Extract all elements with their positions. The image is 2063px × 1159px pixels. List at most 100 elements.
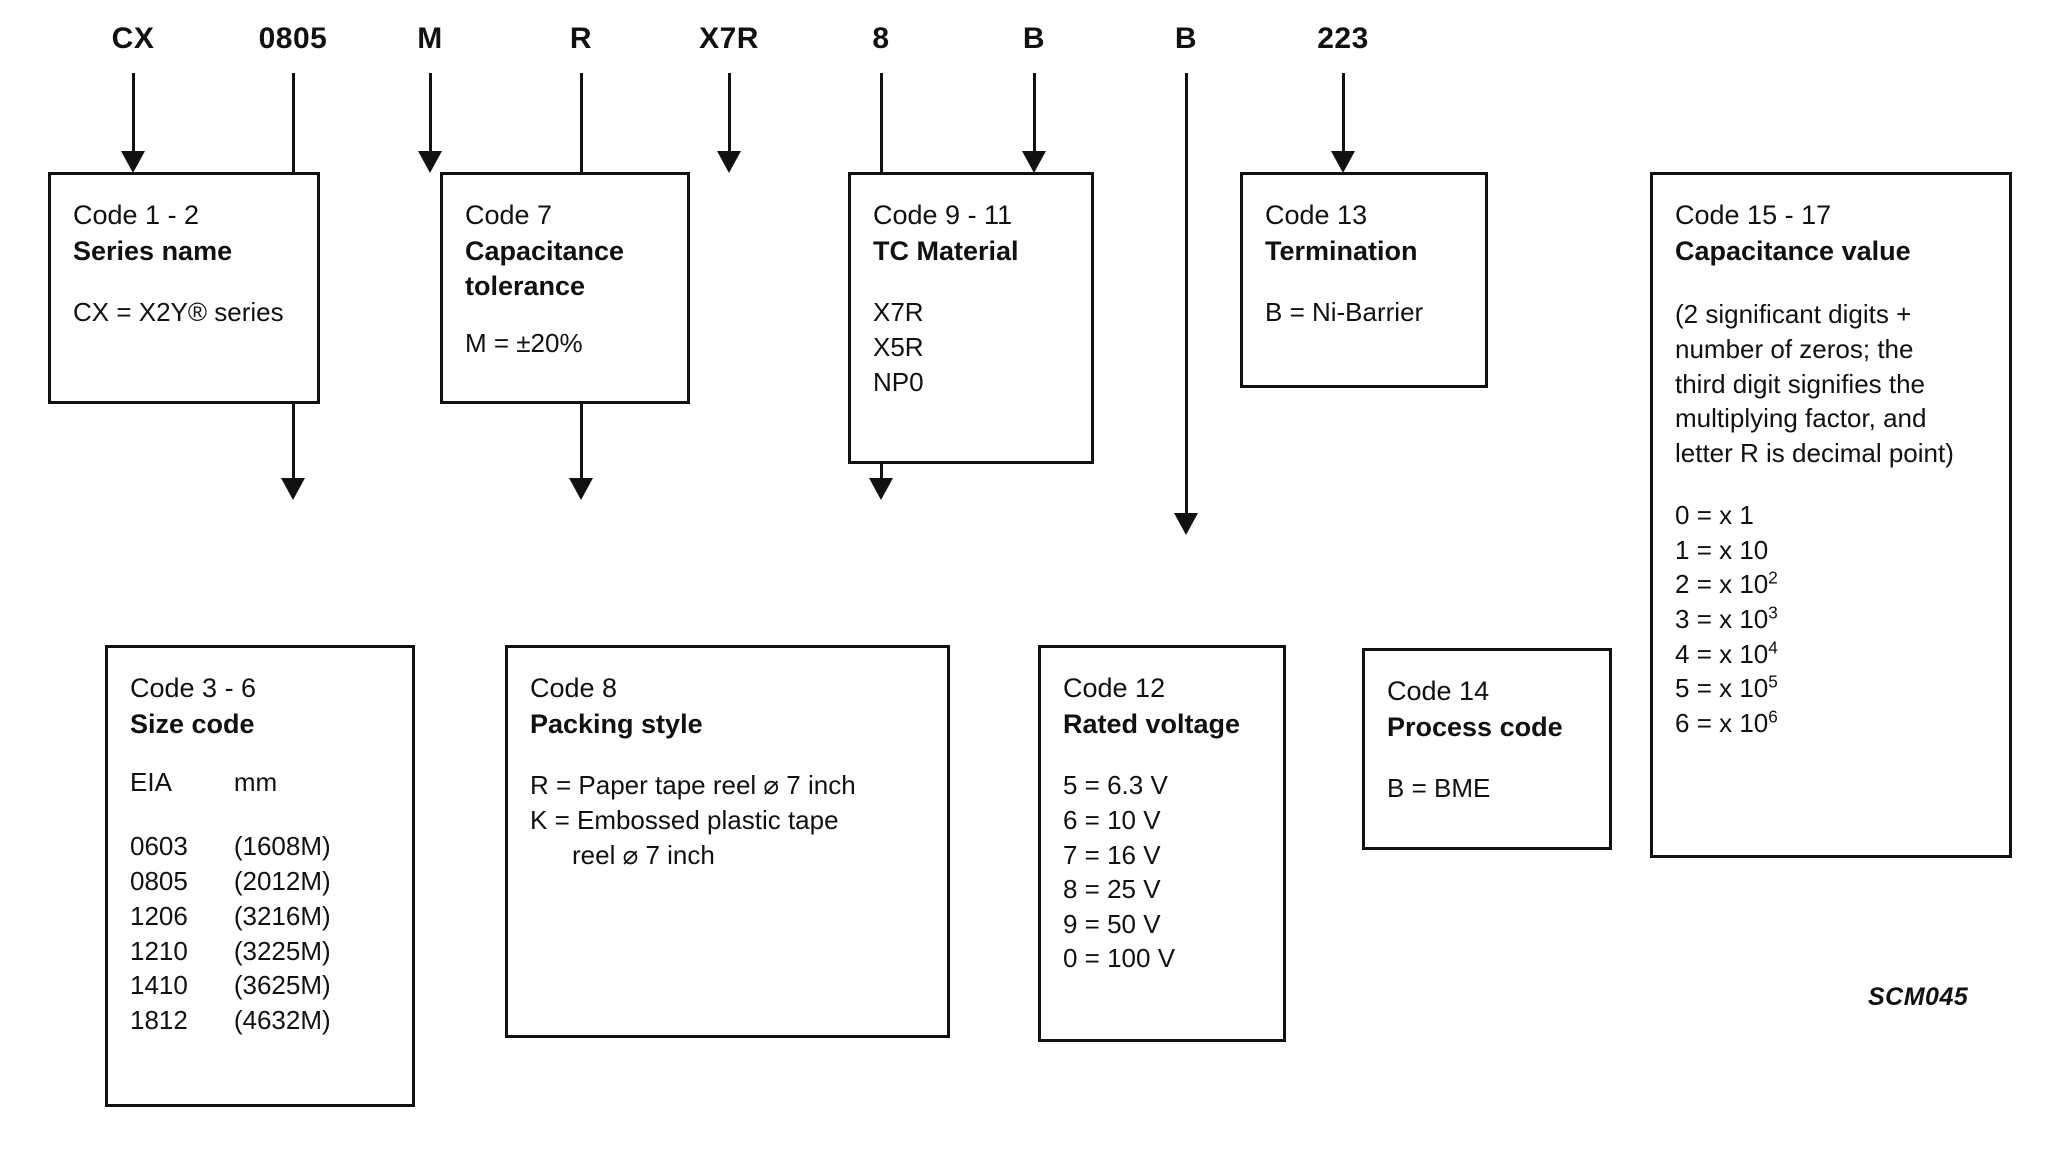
size-code-mm-3: (3225M) bbox=[233, 935, 331, 966]
size-code-mm-5: (4632M) bbox=[233, 1005, 331, 1036]
arrowhead-cx bbox=[121, 151, 145, 173]
box-termination-line-1: B = Ni-Barrier bbox=[1265, 297, 1424, 328]
multiplier-equals-6: = bbox=[1696, 707, 1720, 738]
connector-line-b-13 bbox=[1033, 73, 1036, 151]
multiplier-digit-0: 0 bbox=[1675, 500, 1690, 531]
arrowhead-x7r bbox=[717, 151, 741, 173]
size-code-mm-2: (3216M) bbox=[233, 900, 331, 931]
multiplier-base-3: x 10 bbox=[1719, 603, 1769, 634]
multiplier-digit-5: 5 bbox=[1675, 673, 1690, 704]
connector-line-m bbox=[429, 73, 432, 151]
part-number-code-223: 223 bbox=[1317, 22, 1369, 55]
box-rated-voltage-line-6: 0 = 100 V bbox=[1063, 943, 1176, 974]
size-code-mm-0: (1608M) bbox=[233, 831, 331, 862]
arrowhead-b-13 bbox=[1022, 151, 1046, 173]
size-code-eia-0: 0603 bbox=[130, 831, 188, 862]
box-rated-voltage-line-1: 5 = 6.3 V bbox=[1063, 770, 1168, 801]
box-series-name-title: Series name bbox=[73, 236, 233, 267]
size-code-header-mm: mm bbox=[233, 767, 278, 798]
multiplier-base-6: x 10 bbox=[1719, 707, 1769, 738]
size-code-eia-3: 1210 bbox=[130, 935, 188, 966]
box-packing-style-title: Packing style bbox=[530, 709, 703, 740]
multiplier-row-6: 6 = x 106 bbox=[1675, 706, 2009, 741]
multiplier-list: 0 = x 1 1 = x 10 2 = x 102 3 = x 103 4 bbox=[1675, 498, 2009, 740]
box-rated-voltage-line-4: 8 = 25 V bbox=[1063, 874, 1161, 905]
multiplier-row-1: 1 = x 10 bbox=[1675, 533, 2009, 568]
multiplier-exp-3: 3 bbox=[1768, 602, 1778, 623]
multiplier-digit-3: 3 bbox=[1675, 603, 1690, 634]
box-series-name-code: Code 1 - 2 bbox=[73, 200, 200, 230]
multiplier-row-0: 0 = x 1 bbox=[1675, 498, 2009, 533]
connector-line-cx bbox=[132, 73, 135, 151]
box-series-name: Code 1 - 2 Series name CX = X2Y® series bbox=[48, 172, 320, 404]
note-line-3: third digit signifies the bbox=[1675, 368, 1926, 399]
size-code-eia-1: 0805 bbox=[130, 865, 188, 896]
table-row: 1210 (3225M) bbox=[130, 935, 331, 970]
note-line-2: number of zeros; the bbox=[1675, 333, 1914, 364]
box-rated-voltage: Code 12 Rated voltage 5 = 6.3 V 6 = 10 V… bbox=[1038, 645, 1286, 1042]
box-process-code-title: Process code bbox=[1387, 712, 1563, 743]
size-code-eia-4: 1410 bbox=[130, 970, 188, 1001]
multiplier-digit-6: 6 bbox=[1675, 707, 1690, 738]
table-row: 0603 (1608M) bbox=[130, 830, 331, 865]
note-line-4: multiplying factor, and bbox=[1675, 403, 1927, 434]
box-packing-style-line-3: reel ⌀ 7 inch bbox=[572, 839, 715, 870]
connector-line-223 bbox=[1342, 73, 1345, 151]
box-tc-material-code: Code 9 - 11 bbox=[873, 200, 1013, 230]
multiplier-base-4: x 10 bbox=[1719, 638, 1769, 669]
box-capacitance-value-code: Code 15 - 17 bbox=[1675, 200, 1832, 230]
multiplier-row-4: 4 = x 104 bbox=[1675, 637, 2009, 672]
box-rated-voltage-line-5: 9 = 50 V bbox=[1063, 908, 1161, 939]
multiplier-equals-0: = bbox=[1696, 500, 1720, 531]
multiplier-base-1: x 10 bbox=[1719, 534, 1769, 565]
box-termination: Code 13 Termination B = Ni-Barrier bbox=[1240, 172, 1488, 388]
multiplier-row-5: 5 = x 105 bbox=[1675, 671, 2009, 706]
box-termination-code: Code 13 bbox=[1265, 200, 1368, 230]
multiplier-digit-1: 1 bbox=[1675, 534, 1690, 565]
box-size-code: Code 3 - 6 Size code EIA mm 0603 (1608M)… bbox=[105, 645, 415, 1107]
multiplier-digit-2: 2 bbox=[1675, 569, 1690, 600]
arrowhead-0805 bbox=[281, 478, 305, 500]
table-row: 1410 (3625M) bbox=[130, 969, 331, 1004]
box-capacitance-tolerance: Code 7 Capacitance tolerance M = ±20% bbox=[440, 172, 690, 404]
connector-line-b-14 bbox=[1185, 73, 1188, 513]
box-capacitance-value-note: (2 significant digits + number of zeros;… bbox=[1675, 297, 2009, 470]
multiplier-exp-2: 2 bbox=[1768, 567, 1778, 588]
box-termination-title: Termination bbox=[1265, 236, 1418, 267]
multiplier-equals-3: = bbox=[1696, 603, 1720, 634]
table-row: 0805 (2012M) bbox=[130, 865, 331, 900]
size-code-mm-1: (2012M) bbox=[233, 865, 331, 896]
box-rated-voltage-line-2: 6 = 10 V bbox=[1063, 804, 1161, 835]
note-line-5: letter R is decimal point) bbox=[1675, 437, 1954, 468]
multiplier-exp-6: 6 bbox=[1768, 706, 1778, 727]
multiplier-equals-1: = bbox=[1696, 534, 1720, 565]
arrowhead-8 bbox=[869, 478, 893, 500]
note-line-1: (2 significant digits + bbox=[1675, 299, 1912, 330]
multiplier-exp-5: 5 bbox=[1768, 671, 1778, 692]
size-code-eia-5: 1812 bbox=[130, 1005, 188, 1036]
box-series-name-line-1: CX = X2Y® series bbox=[73, 297, 284, 328]
box-rated-voltage-line-3: 7 = 16 V bbox=[1063, 839, 1161, 870]
part-number-code-8: 8 bbox=[872, 22, 890, 55]
box-capacitance-tolerance-title-l1: Capacitance bbox=[465, 236, 625, 267]
part-number-code-m: M bbox=[417, 22, 443, 55]
box-rated-voltage-title: Rated voltage bbox=[1063, 709, 1241, 740]
figure-id-label: SCM045 bbox=[1868, 983, 1969, 1011]
size-code-mm-4: (3625M) bbox=[233, 970, 331, 1001]
multiplier-base-5: x 10 bbox=[1719, 673, 1769, 704]
box-tc-material-line-3: NP0 bbox=[873, 366, 924, 397]
size-code-table: EIA mm 0603 (1608M) 0805 (2012M) 1206 (3… bbox=[130, 766, 331, 1039]
box-capacitance-tolerance-code: Code 7 bbox=[465, 200, 553, 230]
multiplier-base-0: x 1 bbox=[1719, 500, 1754, 531]
size-code-table-header-row: EIA mm bbox=[130, 766, 331, 830]
box-rated-voltage-code: Code 12 bbox=[1063, 673, 1166, 703]
table-row: 1206 (3216M) bbox=[130, 900, 331, 935]
box-size-code-code: Code 3 - 6 bbox=[130, 673, 257, 703]
box-packing-style: Code 8 Packing style R = Paper tape reel… bbox=[505, 645, 950, 1038]
box-capacitance-tolerance-title-l2: tolerance bbox=[465, 271, 586, 302]
multiplier-row-3: 3 = x 103 bbox=[1675, 602, 2009, 637]
table-row: 1812 (4632M) bbox=[130, 1004, 331, 1039]
box-tc-material-line-2: X5R bbox=[873, 331, 924, 362]
arrowhead-r bbox=[569, 478, 593, 500]
